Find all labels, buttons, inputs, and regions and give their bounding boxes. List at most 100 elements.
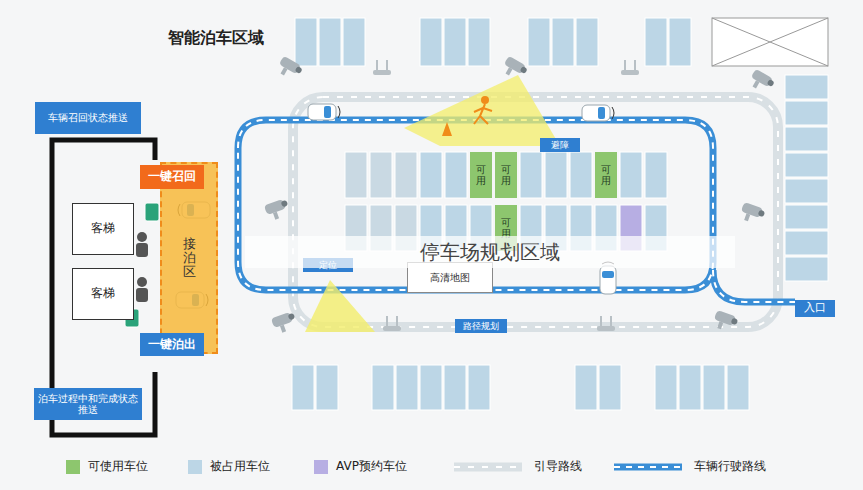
legend-swatch xyxy=(314,460,328,474)
parking-space xyxy=(785,231,828,255)
recall-button: 一键召回 xyxy=(140,165,204,189)
parking-space xyxy=(444,18,466,66)
legend-text: 可使用车位 xyxy=(88,458,148,475)
car-icon xyxy=(582,105,614,121)
drive-route-chevrons xyxy=(238,120,795,302)
drive-route xyxy=(238,120,795,302)
legend-swatch xyxy=(188,460,202,474)
parking-space xyxy=(575,365,597,410)
parking-space xyxy=(785,179,828,203)
node-text: 客梯 xyxy=(91,287,115,301)
status-push-box: 泊车过程中和完成状态推送 xyxy=(34,388,142,420)
person-icon xyxy=(136,232,148,257)
available-space: 可用 xyxy=(595,152,617,198)
parking-space xyxy=(444,365,466,410)
car-icon xyxy=(308,104,340,120)
reserved-cross xyxy=(712,18,828,66)
node-text: 避障 xyxy=(551,140,569,150)
parking-space xyxy=(370,152,392,198)
parking-space xyxy=(420,18,442,66)
legend-item: 车辆行驶路线 xyxy=(612,458,766,475)
parking-space xyxy=(645,18,667,66)
pickup-zone: 接泊区 xyxy=(160,162,218,354)
node-text: 车辆召回状态推送 xyxy=(48,112,128,124)
legend-text: AVP预约车位 xyxy=(336,458,407,475)
legend-item: 被占用车位 xyxy=(188,458,270,475)
camera-icon xyxy=(275,56,303,82)
parking-space xyxy=(570,152,592,198)
phone-icon xyxy=(145,203,159,221)
camera-icon xyxy=(738,202,765,226)
diagram-title: 智能泊车区域 xyxy=(168,28,264,49)
traffic-cone xyxy=(442,122,452,136)
camera-icon xyxy=(500,56,528,82)
legend-text: 被占用车位 xyxy=(210,458,270,475)
parking-space xyxy=(316,365,338,410)
router-icon xyxy=(597,316,615,331)
reserved-box xyxy=(712,18,828,66)
legend-item: 引导路线 xyxy=(452,458,582,475)
parking-space xyxy=(785,257,828,281)
router-icon xyxy=(373,60,391,75)
available-space: 可用 xyxy=(495,152,517,198)
parking-space xyxy=(599,365,621,410)
node-text: 可用 xyxy=(476,164,486,186)
parking-space xyxy=(292,365,314,410)
status-push-box: 车辆召回状态推送 xyxy=(35,102,141,134)
parking-space xyxy=(468,18,490,66)
legend-text: 引导路线 xyxy=(534,458,582,475)
router-icon xyxy=(383,316,401,331)
parking-space xyxy=(345,152,367,198)
node-text: 接泊区 xyxy=(183,237,196,280)
parking-space xyxy=(545,152,567,198)
parking-space xyxy=(420,152,442,198)
background-art xyxy=(52,18,828,435)
parking-space xyxy=(620,152,642,198)
node-text: 客梯 xyxy=(91,222,115,236)
parking-space xyxy=(395,152,417,198)
parking-space xyxy=(785,101,828,125)
parking-space xyxy=(703,365,725,410)
parking-space xyxy=(727,365,749,410)
function-tag: 避障 xyxy=(540,138,580,152)
legend-line-sample xyxy=(452,461,524,473)
node-text: 入口 xyxy=(804,302,826,315)
legend-text: 车辆行驶路线 xyxy=(694,458,766,475)
node-text: 可用 xyxy=(601,164,611,186)
camera-icon xyxy=(747,69,775,95)
camera-icon xyxy=(711,310,738,334)
legend-item: 可使用车位 xyxy=(66,458,148,475)
parking-space xyxy=(669,18,691,66)
sensor-cone xyxy=(404,75,560,146)
parking-space xyxy=(785,75,828,99)
legend-line-sample xyxy=(612,461,684,473)
parking-space xyxy=(445,152,467,198)
camera-icon xyxy=(264,198,291,222)
available-space: 可用 xyxy=(470,152,492,198)
pedestrian-icon xyxy=(474,104,492,124)
node-text: 泊车过程中和完成状态推送 xyxy=(37,393,139,416)
parking-space xyxy=(655,365,677,410)
node-text: 可用 xyxy=(501,164,511,186)
node-text: 高清地图 xyxy=(430,272,470,284)
node-text: 一键泊出 xyxy=(148,338,196,352)
parking-space xyxy=(520,152,542,198)
legend-swatch xyxy=(66,460,80,474)
parking-space xyxy=(528,18,550,66)
parking-space xyxy=(420,365,442,410)
park-out-button: 一键泊出 xyxy=(140,333,204,356)
parking-space xyxy=(396,365,418,410)
pedestrian-icon xyxy=(481,96,489,104)
sensor-cone xyxy=(305,280,375,332)
parking-space xyxy=(785,205,828,229)
legend-item: AVP预约车位 xyxy=(314,458,407,475)
parking-space xyxy=(319,18,341,66)
parking-space xyxy=(468,365,490,410)
parking-space xyxy=(785,127,828,151)
parking-space xyxy=(552,18,574,66)
node-text: 路径规划 xyxy=(463,321,499,331)
camera-icon xyxy=(271,311,298,335)
parking-space xyxy=(645,152,667,198)
node-text: 一键召回 xyxy=(148,170,196,184)
